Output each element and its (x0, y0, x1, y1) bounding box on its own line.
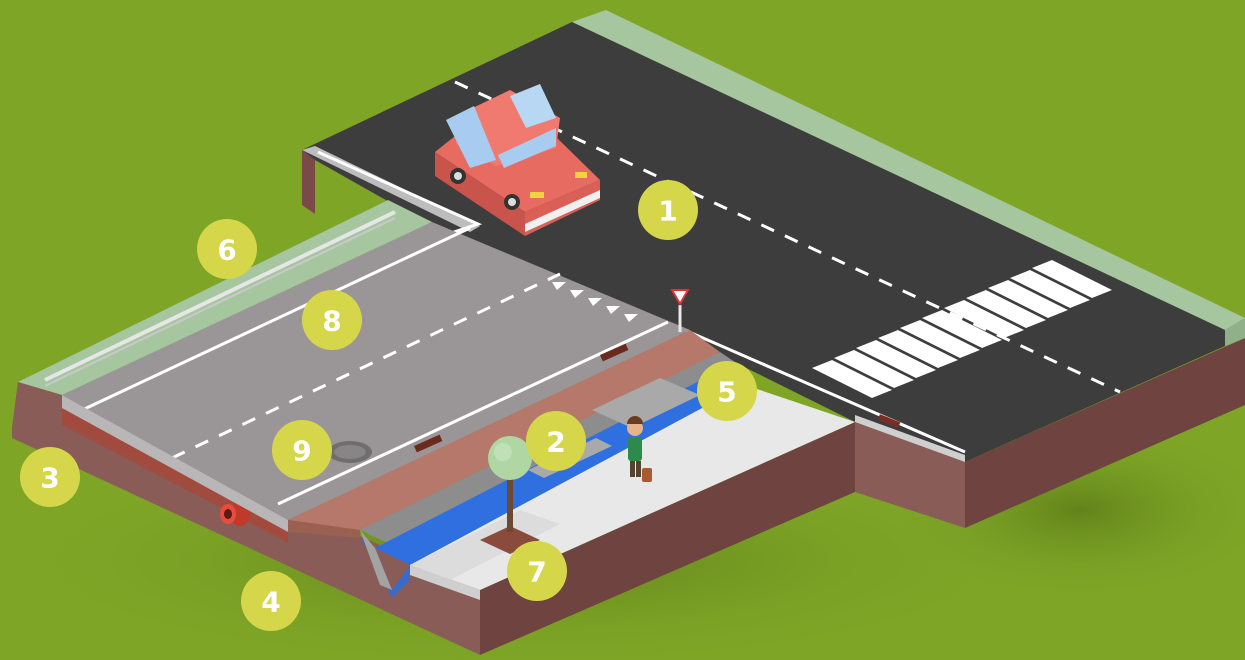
marker-7-label: 7 (527, 556, 546, 589)
marker-4-label: 4 (261, 586, 280, 619)
marker-2: 2 (526, 411, 586, 471)
t-block-soil-right (965, 338, 1245, 528)
top-verge (572, 10, 1245, 330)
center-dashed-line (454, 80, 1121, 394)
road-center-dashed (171, 272, 561, 460)
marker-8-label: 8 (322, 305, 341, 338)
marker-3: 3 (20, 447, 80, 507)
marker-1-label: 1 (658, 195, 677, 228)
marker-2-label: 2 (546, 426, 565, 459)
zebra-crossing (812, 260, 1112, 398)
marker-3-label: 3 (40, 462, 59, 495)
marker-4: 4 (241, 571, 301, 631)
asphalt-curb (302, 146, 480, 232)
right-verge (1225, 318, 1245, 346)
t-block-soil-left (302, 150, 315, 214)
marker-9-label: 9 (292, 435, 311, 468)
left-verge (18, 200, 432, 395)
ditch-side-wall (360, 530, 392, 590)
road-edge-line-top (77, 226, 471, 414)
marker-5-label: 5 (717, 376, 736, 409)
yield-sign-icon (670, 289, 690, 332)
marker-9: 9 (272, 420, 332, 480)
road-edge-line-bottom (277, 320, 669, 506)
water-channel (375, 378, 745, 565)
soil-right-face (480, 422, 855, 655)
concrete-road-surface (62, 222, 690, 520)
pedestrian-icon (627, 416, 652, 482)
culvert-slab-1 (592, 378, 700, 428)
car-icon (435, 84, 600, 236)
t-block-soil-front (855, 422, 965, 528)
marker-5: 5 (697, 361, 757, 421)
manhole-icon (328, 441, 372, 463)
edge-line-stop (679, 326, 966, 454)
brick-path-front (288, 520, 360, 538)
right-curb (855, 415, 965, 462)
marker-1: 1 (638, 180, 698, 240)
tree-icon (488, 436, 532, 532)
marker-6-label: 6 (217, 234, 236, 267)
marker-6: 6 (197, 219, 257, 279)
road-front-edge (62, 395, 288, 532)
shark-teeth (552, 282, 638, 322)
gully-grate-right (877, 414, 901, 428)
gully-grate-2 (599, 343, 629, 362)
marker-8: 8 (302, 290, 362, 350)
gully-grate-1 (413, 434, 443, 453)
sidewalk-tiles (410, 510, 560, 580)
brick-path (288, 330, 720, 530)
marker-7: 7 (507, 541, 567, 601)
guardrail-icon (44, 210, 396, 387)
sidewalk-front (410, 565, 480, 600)
left-verge-side (12, 382, 62, 428)
